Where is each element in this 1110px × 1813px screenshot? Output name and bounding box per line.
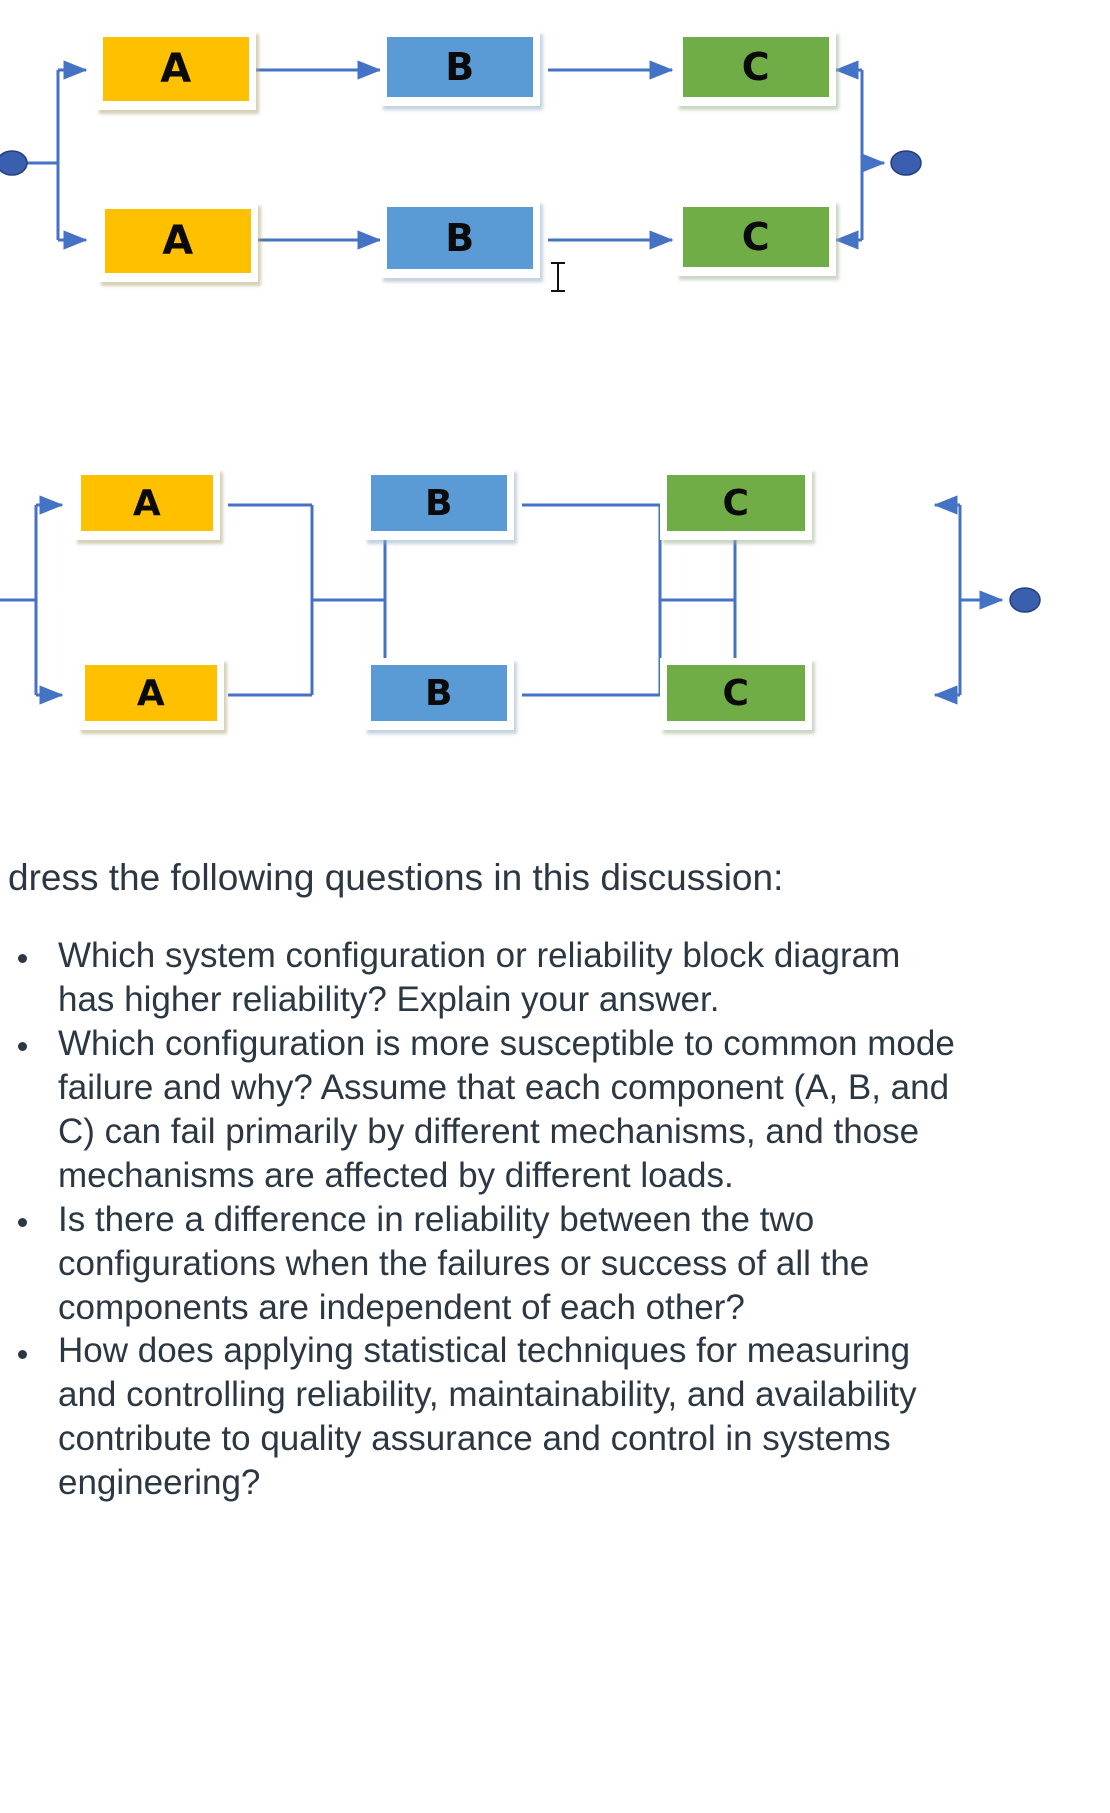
question-item-2: Which configuration is more susceptible … <box>0 1022 1110 1198</box>
bullet-icon <box>18 1042 27 1052</box>
block-c-2-2: C <box>660 658 812 730</box>
question-item-3: Is there a difference in reliability bet… <box>0 1198 1110 1330</box>
question-line: contribute to quality assurance and cont… <box>58 1419 891 1459</box>
block-label: B <box>387 207 533 269</box>
block-c-1-2: C <box>676 200 836 276</box>
question-line: C) can fail primarily by different mecha… <box>58 1111 920 1151</box>
block-label: B <box>371 665 507 721</box>
block-b-2-2: B <box>364 658 514 730</box>
block-b-2-1: B <box>364 468 514 540</box>
end-node <box>1009 587 1041 613</box>
reliability-block-diagram-series-parallel: A B C A B C <box>0 0 1110 330</box>
question-line: Which system configuration or reliabilit… <box>58 936 901 976</box>
block-label: C <box>667 665 805 721</box>
block-b-1-1: B <box>380 30 540 106</box>
block-c-2-1: C <box>660 468 812 540</box>
block-label: C <box>667 475 805 531</box>
start-node <box>0 150 28 176</box>
block-a-1-1: A <box>96 30 256 110</box>
question-line: has higher reliability? Explain your ans… <box>58 980 720 1020</box>
block-label: C <box>683 207 829 267</box>
question-line: engineering? <box>58 1463 261 1503</box>
question-line: failure and why? Assume that each compon… <box>58 1067 950 1107</box>
reliability-block-diagram-parallel-series: A A B B C C <box>0 460 1110 880</box>
end-node <box>890 150 922 176</box>
block-label: A <box>81 475 213 531</box>
block-label: C <box>683 37 829 97</box>
rbd-1-connectors <box>0 60 922 250</box>
block-a-2-1: A <box>74 468 220 540</box>
block-c-1-1: C <box>676 30 836 106</box>
question-line: configurations when the failures or succ… <box>58 1243 870 1283</box>
block-a-2-2: A <box>78 658 224 730</box>
question-line: components are independent of each other… <box>58 1287 745 1327</box>
question-list: Which system configuration or reliabilit… <box>0 934 1110 1505</box>
block-label: A <box>105 209 251 273</box>
discussion-text-area: dress the following questions in this di… <box>0 855 1110 1505</box>
question-line: and controlling reliability, maintainabi… <box>58 1375 917 1415</box>
question-line: Is there a difference in reliability bet… <box>58 1199 815 1239</box>
lead-paragraph: dress the following questions in this di… <box>8 857 784 898</box>
bullet-icon <box>18 1349 27 1359</box>
block-b-1-2: B <box>380 200 540 278</box>
block-label: A <box>103 37 249 101</box>
bullet-icon <box>18 1217 27 1227</box>
diagram-area: A B C A B C <box>0 0 1110 880</box>
block-label: B <box>371 475 507 531</box>
block-label: A <box>85 665 217 721</box>
question-item-4: How does applying statistical techniques… <box>0 1329 1110 1505</box>
bullet-icon <box>18 954 27 964</box>
question-item-1: Which system configuration or reliabilit… <box>0 934 1110 1022</box>
question-line: mechanisms are affected by different loa… <box>58 1155 734 1195</box>
rbd-2-connectors <box>0 495 1041 705</box>
block-label: B <box>387 37 533 97</box>
block-a-1-2: A <box>98 202 258 282</box>
question-line: Which configuration is more susceptible … <box>58 1023 955 1063</box>
question-line: How does applying statistical techniques… <box>58 1331 911 1371</box>
